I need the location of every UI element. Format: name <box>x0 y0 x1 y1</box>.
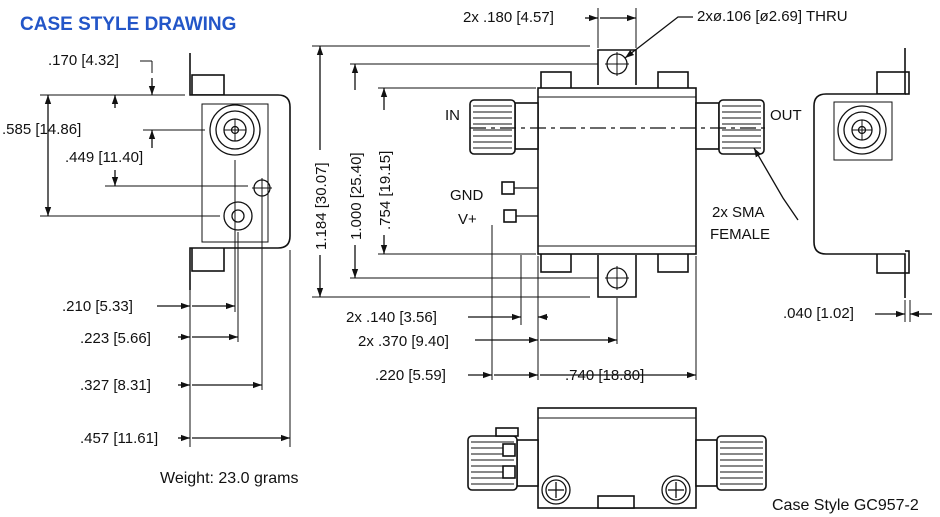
dim-327: .327 [8.31] <box>80 377 151 394</box>
dim-370: 2x .370 [9.40] <box>358 333 449 350</box>
dim-449: .449 [11.40] <box>65 149 143 166</box>
dim-180: 2x .180 [4.57] <box>463 9 554 26</box>
left-end-view <box>40 53 291 447</box>
bottom-side-view <box>467 407 767 509</box>
label-in: IN <box>445 107 460 124</box>
dim-457: .457 [11.61] <box>80 430 158 447</box>
right-end-view <box>813 48 932 322</box>
label-out: OUT <box>770 107 802 124</box>
dim-140: 2x .140 [3.56] <box>346 309 437 326</box>
dim-106-thru: 2xø.106 [ø2.69] THRU <box>697 8 848 25</box>
top-view <box>312 8 799 380</box>
dim-1000: 1.000 [25.40] <box>348 152 365 240</box>
dim-754: .754 [19.15] <box>377 151 394 230</box>
dim-040: .040 [1.02] <box>783 305 854 322</box>
weight-label: Weight: 23.0 grams <box>160 470 298 487</box>
dim-223: .223 [5.66] <box>80 330 151 347</box>
dim-220: .220 [5.59] <box>375 367 446 384</box>
label-sma-line1: 2x SMA <box>712 204 765 221</box>
label-gnd: GND <box>450 187 484 204</box>
dim-740: .740 [18.80] <box>565 367 644 384</box>
dim-585: .585 [14.86] <box>2 121 81 138</box>
case-style-label: Case Style GC957-2 <box>772 497 919 514</box>
drawing-title: CASE STYLE DRAWING <box>20 14 236 35</box>
dim-210: .210 [5.33] <box>62 298 133 315</box>
dim-1184: 1.184 [30.07] <box>313 162 330 250</box>
label-sma-line2: FEMALE <box>710 226 770 243</box>
dim-170: .170 [4.32] <box>48 52 119 69</box>
label-vplus: V+ <box>458 211 477 228</box>
